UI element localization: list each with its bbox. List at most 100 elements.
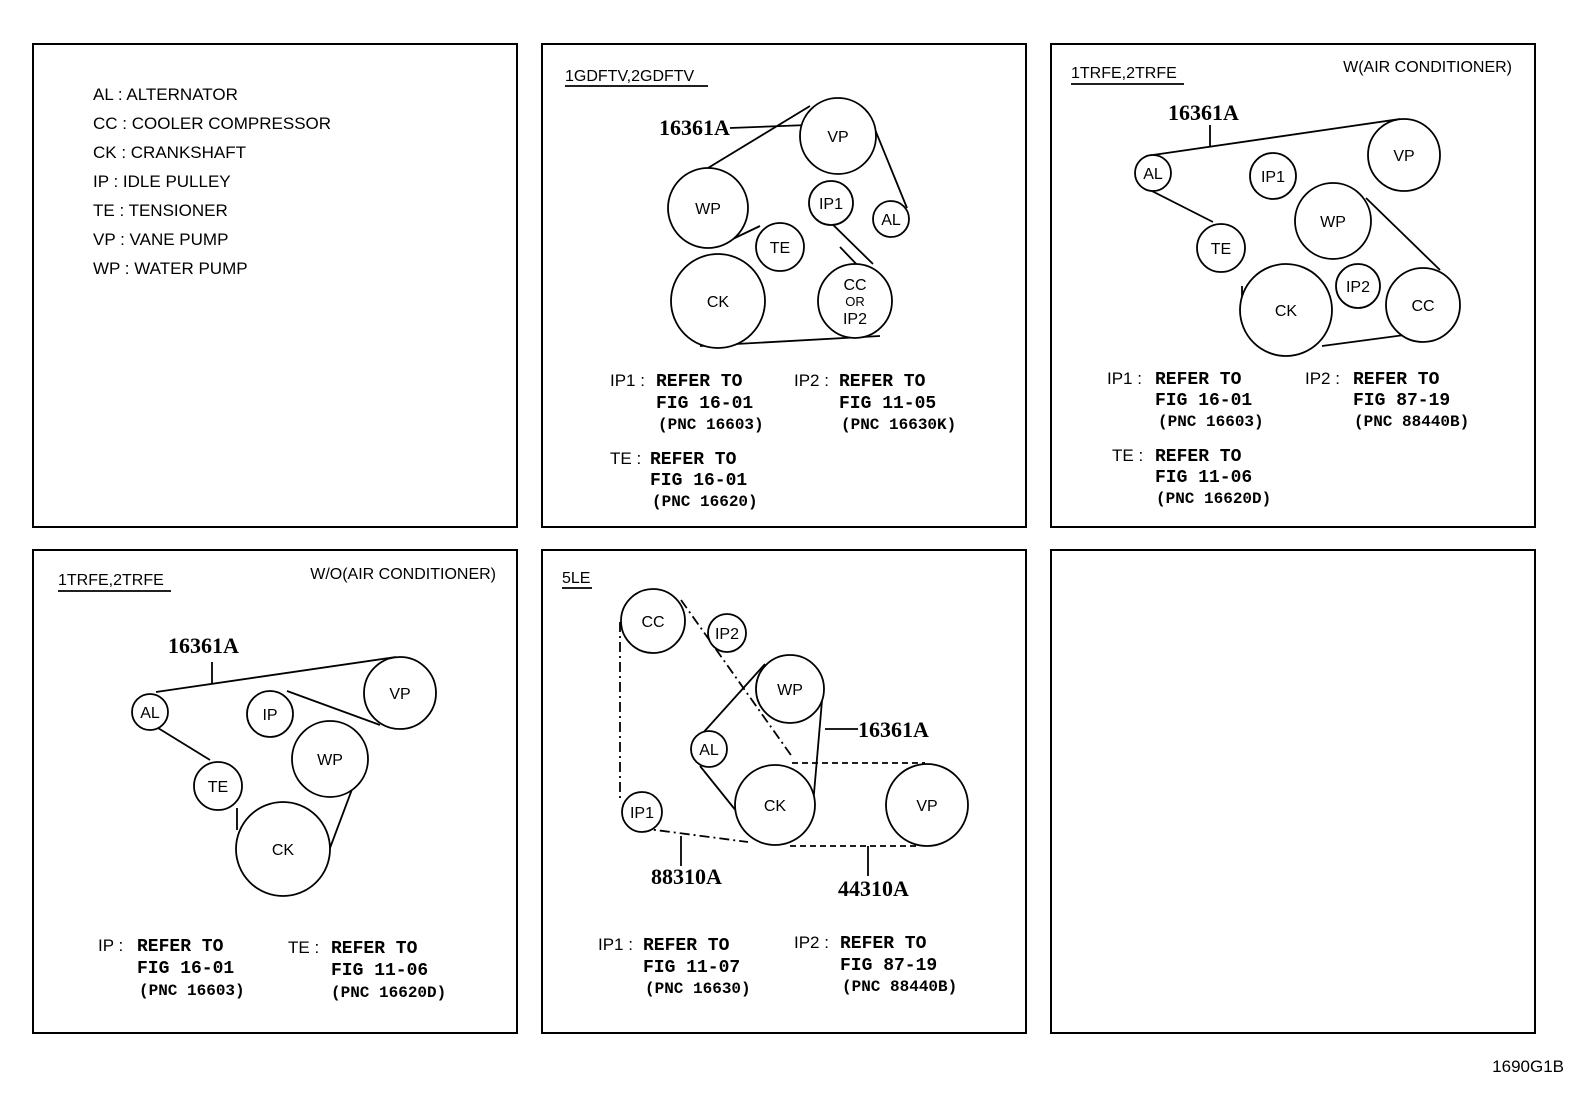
pulley-ck xyxy=(235,801,331,897)
legend-item: CC : COOLER COMPRESSOR xyxy=(93,114,332,133)
part-number-label: 88310A xyxy=(651,864,722,889)
ref-key: IP : xyxy=(98,936,123,955)
pulley-ip1 xyxy=(808,180,854,226)
ref-text: FIG 87-19 xyxy=(840,956,937,976)
ref-text: REFER TO xyxy=(839,372,926,392)
ref-text: FIG 11-07 xyxy=(643,958,740,978)
pulley-label: CK xyxy=(1275,303,1298,320)
legend-item: CK : CRANKSHAFT xyxy=(93,143,247,162)
pulley-label: WP xyxy=(695,201,721,218)
pulley-vp xyxy=(799,97,877,175)
pulley-ip1 xyxy=(1249,152,1297,200)
pulley-label: AL xyxy=(1143,166,1163,183)
panel-title: 1GDFTV,2GDFTV xyxy=(565,68,695,85)
ref-pnc: (PNC 16603) xyxy=(139,982,245,1000)
pulley-label: IP1 xyxy=(630,805,654,822)
pulley-ip2 xyxy=(1335,263,1381,309)
pulley-label: CK xyxy=(764,798,787,815)
pulley-label: CK xyxy=(272,842,295,859)
ref-key: IP1 : xyxy=(1107,369,1142,388)
pulley-ip xyxy=(246,690,294,738)
ref-pnc: (PNC 88440B) xyxy=(1354,413,1469,431)
ref-text: REFER TO xyxy=(840,934,927,954)
ref-key: TE : xyxy=(1112,446,1143,465)
ref-pnc: (PNC 16620D) xyxy=(331,984,446,1002)
pulley-ip2 xyxy=(707,613,747,653)
pulley-wp xyxy=(291,720,369,798)
pulley-ip1 xyxy=(621,791,663,833)
pulley-al xyxy=(690,730,728,768)
part-leader xyxy=(729,124,809,129)
pulley-wp xyxy=(1294,182,1372,260)
belt-44310a xyxy=(790,762,925,847)
ref-text: FIG 16-01 xyxy=(1155,391,1252,411)
figure-id: 1690G1B xyxy=(1492,1057,1564,1076)
panel-title: 5LE xyxy=(562,570,590,587)
pulley-te xyxy=(193,761,243,811)
pulley-te xyxy=(755,222,805,272)
pulley-ck xyxy=(734,764,816,846)
diagram-5le: 5LE 16361A 88310A 44310A CC IP2 WP AL CK… xyxy=(562,570,969,998)
ref-key: IP2 : xyxy=(794,371,829,390)
ref-pnc: (PNC 16603) xyxy=(658,416,764,434)
ref-key: IP1 : xyxy=(610,371,645,390)
ref-text: FIG 87-19 xyxy=(1353,391,1450,411)
pulley-te xyxy=(1196,223,1246,273)
pulley-vp xyxy=(885,763,969,847)
pulley-wp xyxy=(667,167,749,249)
diagram-1trfe-without-ac: 1TRFE,2TRFE W/O(AIR CONDITIONER) 16361A … xyxy=(58,566,496,1002)
ref-text: REFER TO xyxy=(1353,370,1440,390)
pulley-label: WP xyxy=(1320,214,1346,231)
ref-pnc: (PNC 16603) xyxy=(1158,413,1264,431)
ref-pnc: (PNC 88440B) xyxy=(842,978,957,996)
pulley-cc-or-ip2 xyxy=(817,263,893,339)
ref-text: REFER TO xyxy=(1155,447,1242,467)
ref-text: REFER TO xyxy=(643,936,730,956)
pulley-label: VP xyxy=(827,129,848,146)
pulley-label: AL xyxy=(699,742,719,759)
ref-key: IP2 : xyxy=(1305,369,1340,388)
pulley-label: WP xyxy=(317,752,343,769)
panel-title: 1TRFE,2TRFE xyxy=(58,572,164,589)
ref-key: IP2 : xyxy=(794,933,829,952)
pulley-label: IP2 xyxy=(1346,279,1370,296)
pulley-label: CC xyxy=(843,277,866,294)
panel-note: W/O(AIR CONDITIONER) xyxy=(310,566,496,583)
legend-item: TE : TENSIONER xyxy=(93,201,228,220)
pulley-label: AL xyxy=(881,212,901,229)
belt-16361a xyxy=(155,656,397,881)
ref-key: TE : xyxy=(610,449,641,468)
pulley-vp xyxy=(1367,118,1441,192)
ref-text: FIG 11-06 xyxy=(1155,468,1252,488)
pulley-label: OR xyxy=(845,294,865,309)
pulley-al xyxy=(1134,154,1172,192)
pulley-label: VP xyxy=(916,798,937,815)
pulley-vp xyxy=(363,656,437,730)
legend-item: VP : VANE PUMP xyxy=(93,230,229,249)
part-number-label: 44310A xyxy=(838,876,909,901)
ref-text: REFER TO xyxy=(650,450,737,470)
ref-text: FIG 16-01 xyxy=(137,959,234,979)
pulley-wp xyxy=(755,654,825,724)
diagram-1gdftv: 1GDFTV,2GDFTV 16361A VP WP IP1 AL TE CK … xyxy=(565,68,956,511)
pulley-label: IP1 xyxy=(819,196,843,213)
part-number-label: 16361A xyxy=(1168,100,1239,125)
diagram-1trfe-with-ac: 1TRFE,2TRFE W(AIR CONDITIONER) 16361A AL… xyxy=(1071,59,1512,508)
part-number-label: 16361A xyxy=(858,717,929,742)
legend-item: WP : WATER PUMP xyxy=(93,259,248,278)
ref-pnc: (PNC 16630) xyxy=(645,980,751,998)
ref-text: FIG 11-06 xyxy=(331,961,428,981)
ref-text: REFER TO xyxy=(1155,370,1242,390)
legend-item: AL : ALTERNATOR xyxy=(93,85,238,104)
panel-note: W(AIR CONDITIONER) xyxy=(1343,59,1512,76)
ref-text: REFER TO xyxy=(331,939,418,959)
pulley-label: TE xyxy=(1211,241,1231,258)
part-number-label: 16361A xyxy=(168,633,239,658)
pulley-label: TE xyxy=(770,240,790,257)
pulley-label: CK xyxy=(707,294,730,311)
pulley-cc xyxy=(620,588,686,654)
pulley-al xyxy=(131,693,169,731)
ref-text: FIG 16-01 xyxy=(650,471,747,491)
part-number-label: 16361A xyxy=(659,115,730,140)
pulley-label: IP xyxy=(262,707,277,724)
